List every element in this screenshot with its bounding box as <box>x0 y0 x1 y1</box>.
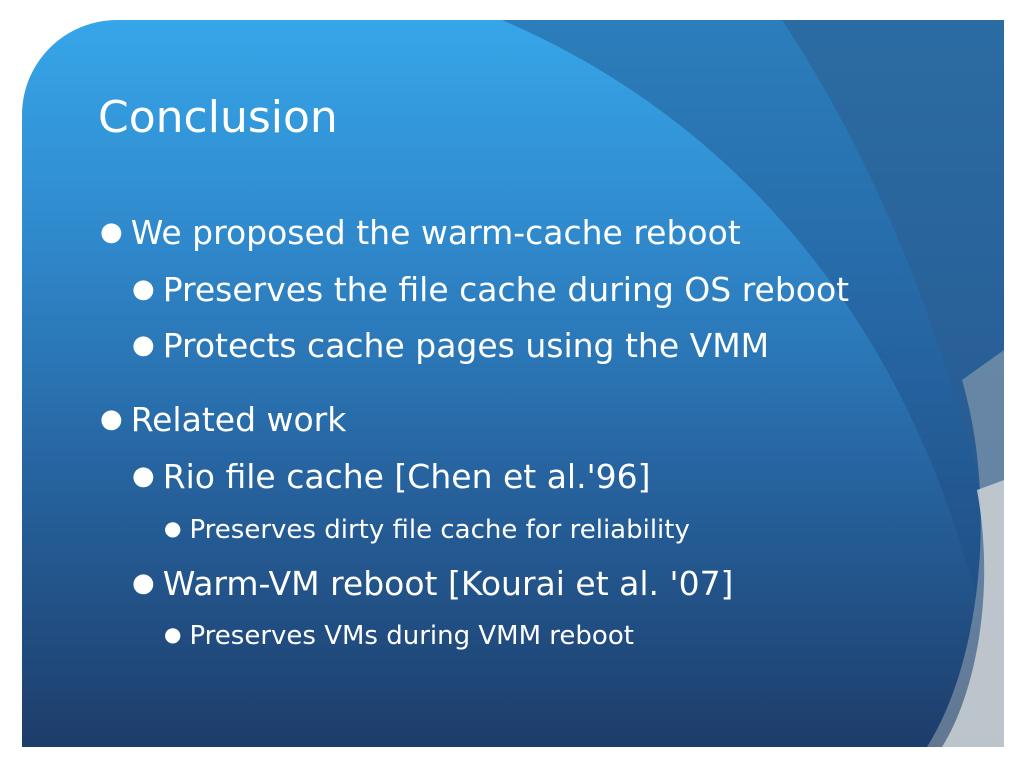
sub-sub-bullet-item: ● Preserves dirty file cache for reliabil… <box>164 515 690 546</box>
bullet-text: Rio file cache [Chen et al.'96] <box>162 457 651 496</box>
slide-canvas: Conclusion ●We proposed the warm-cache r… <box>22 20 1004 747</box>
sub-sub-bullet-item: ● Preserves VMs during VMM reboot <box>164 621 634 652</box>
decorative-swoosh-shapes <box>502 20 1004 747</box>
sub-bullet-item: ●Rio file cache [Chen et al.'96] <box>132 457 651 497</box>
bullet-text: Preserves dirty file cache for reliabili… <box>189 515 690 545</box>
slide-title: Conclusion <box>98 92 338 143</box>
bullet-text: We proposed the warm-cache reboot <box>130 213 741 252</box>
bullet-dot-icon: ● <box>100 404 123 434</box>
bullet-item: ●We proposed the warm-cache reboot <box>100 213 741 253</box>
sub-bullet-item: ●Preserves the file cache during OS rebo… <box>132 270 849 310</box>
bullet-dot-icon: ● <box>100 217 123 247</box>
bullet-text: Preserves the file cache during OS reboo… <box>162 270 850 309</box>
sub-bullet-item: ●Protects cache pages using the VMM <box>132 326 769 366</box>
bullet-dot-icon: ● <box>132 330 155 360</box>
bullet-text: Preserves VMs during VMM reboot <box>189 621 634 651</box>
bullet-dot-icon: ● <box>132 461 155 491</box>
bullet-text: Warm-VM reboot [Kourai et al. '07] <box>162 564 734 603</box>
bullet-dot-icon: ● <box>164 516 182 540</box>
bullet-dot-icon: ● <box>132 274 155 304</box>
bullet-dot-icon: ● <box>132 568 155 598</box>
bullet-dot-icon: ● <box>164 622 182 646</box>
bullet-text: Protects cache pages using the VMM <box>162 326 770 365</box>
bullet-text: Related work <box>130 400 347 439</box>
bullet-item: ●Related work <box>100 400 346 440</box>
sub-bullet-item: ●Warm-VM reboot [Kourai et al. '07] <box>132 564 733 604</box>
